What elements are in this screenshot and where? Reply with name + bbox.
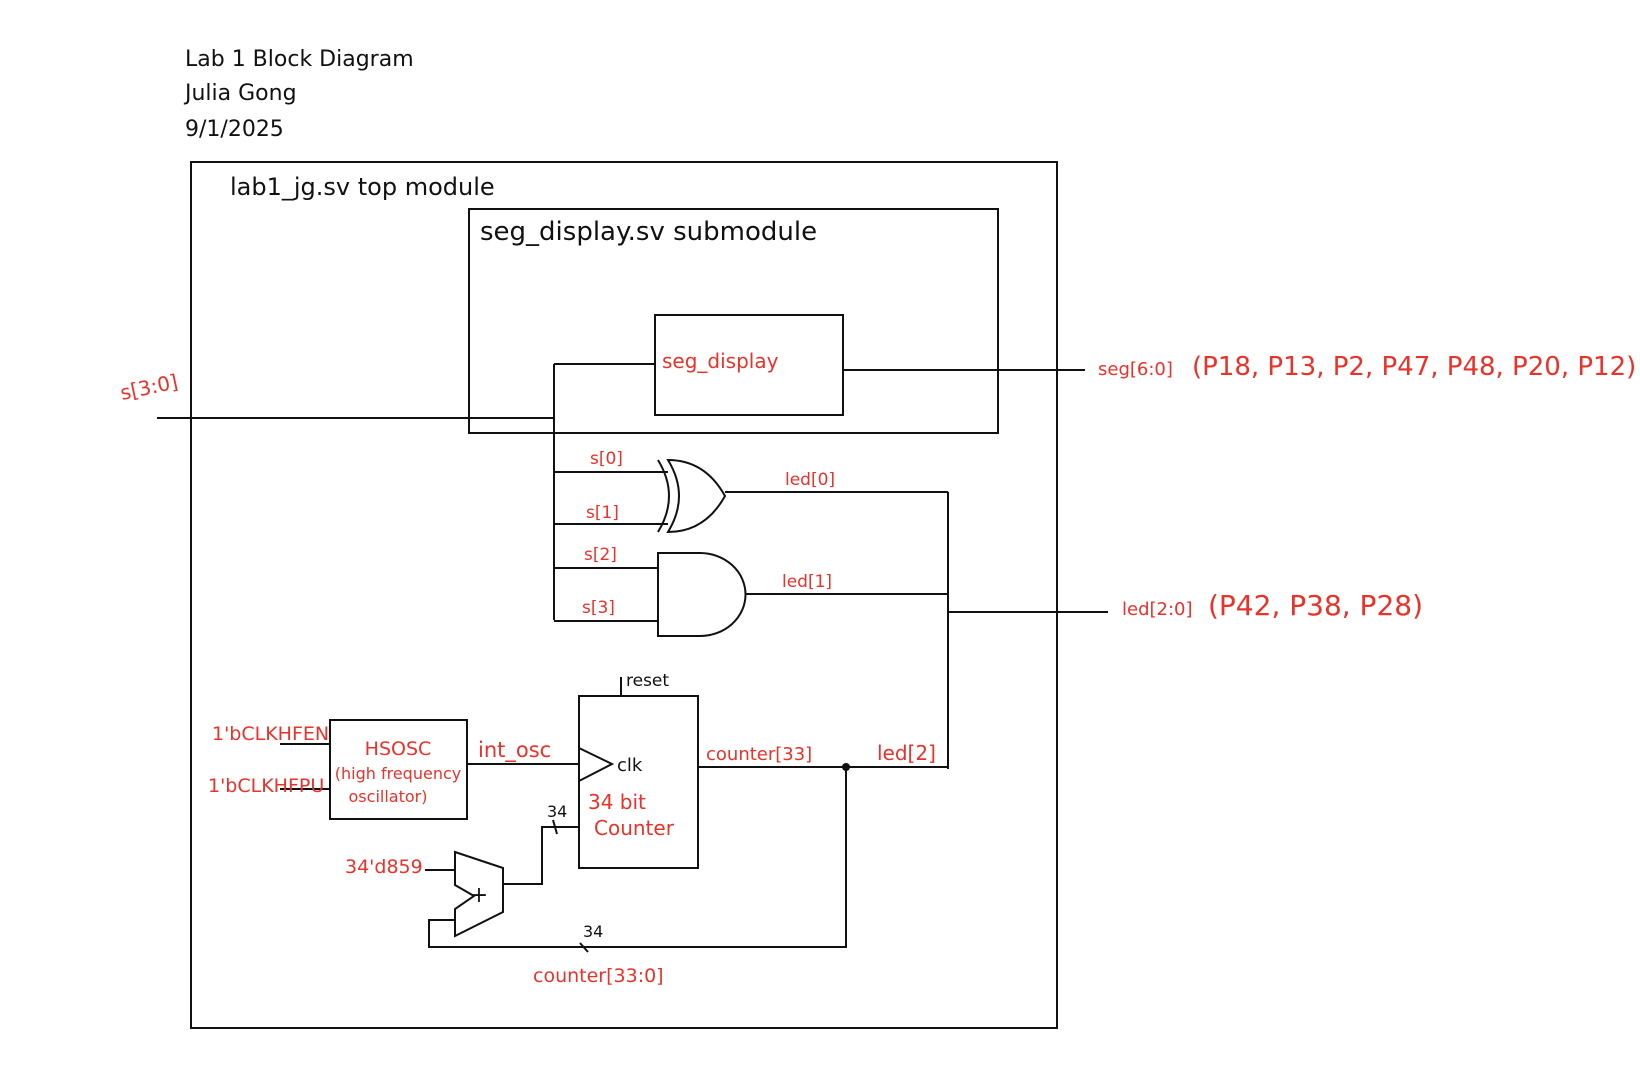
and-gate: [657, 552, 747, 637]
clock-triangle-icon: [578, 747, 615, 782]
top-module-box: [190, 161, 1058, 1029]
led-output-label: led[2:0]: [1122, 599, 1193, 620]
clk-label: clk: [617, 755, 643, 776]
seg-pins-label: (P18, P13, P2, P47, P48, P20, P12): [1192, 352, 1636, 382]
hsosc-input-wires: [280, 743, 330, 790]
hsosc-desc-line1: (high frequency: [335, 764, 461, 783]
reset-label: reset: [626, 671, 669, 691]
and-input-wires: [554, 567, 658, 622]
counter-feedback-wire: [428, 767, 847, 953]
diagram-title: Lab 1 Block Diagram: [185, 47, 414, 72]
s2-label: s[2]: [584, 545, 617, 565]
led-bus-wire: [947, 492, 1108, 769]
int-osc-label: int_osc: [478, 738, 551, 763]
adder-plus-label: +: [470, 883, 488, 908]
author: Julia Gong: [183, 81, 297, 106]
counter-desc-line2: Counter: [594, 816, 675, 840]
counter-bus-label: counter[33:0]: [533, 965, 664, 987]
hsosc-desc-line2: oscillator): [349, 787, 428, 806]
clkhfpu-label: 1'bCLKHFPU: [208, 775, 324, 797]
width-label-2: 34: [583, 922, 603, 941]
hsosc-block: [329, 719, 468, 820]
led0-label: led[0]: [785, 470, 835, 490]
led1-label: led[1]: [782, 572, 832, 592]
led2-label: led[2]: [877, 741, 936, 765]
submodule-box: [468, 208, 999, 434]
clkhfen-label: 1'bCLKHFEN: [212, 723, 329, 745]
s-bus-wire: [157, 363, 655, 620]
seg-output-label: seg[6:0]: [1098, 359, 1173, 380]
submodule-label: seg_display.sv submodule: [480, 217, 817, 247]
width-label-1: 34: [547, 802, 567, 821]
const-label: 34'd859: [345, 856, 423, 878]
counter33-label: counter[33]: [706, 744, 812, 765]
counter-desc-line1: 34 bit: [588, 790, 646, 814]
s1-label: s[1]: [586, 503, 619, 523]
led-pins-label: (P42, P38, P28): [1208, 589, 1423, 622]
date: 9/1/2025: [185, 117, 284, 142]
adder-block: [454, 850, 504, 938]
xor-input-wires: [554, 471, 668, 525]
s3-label: s[3]: [582, 598, 615, 618]
top-module-label: lab1_jg.sv top module: [230, 173, 495, 201]
xor-gate: [657, 458, 727, 534]
counter-block: [578, 695, 699, 869]
s-input-label: s[3:0]: [118, 369, 180, 405]
adder-output-wire: [503, 819, 579, 885]
s0-label: s[0]: [590, 449, 623, 469]
hsosc-label: HSOSC: [365, 738, 432, 760]
seg-display-label: seg_display: [662, 349, 779, 373]
